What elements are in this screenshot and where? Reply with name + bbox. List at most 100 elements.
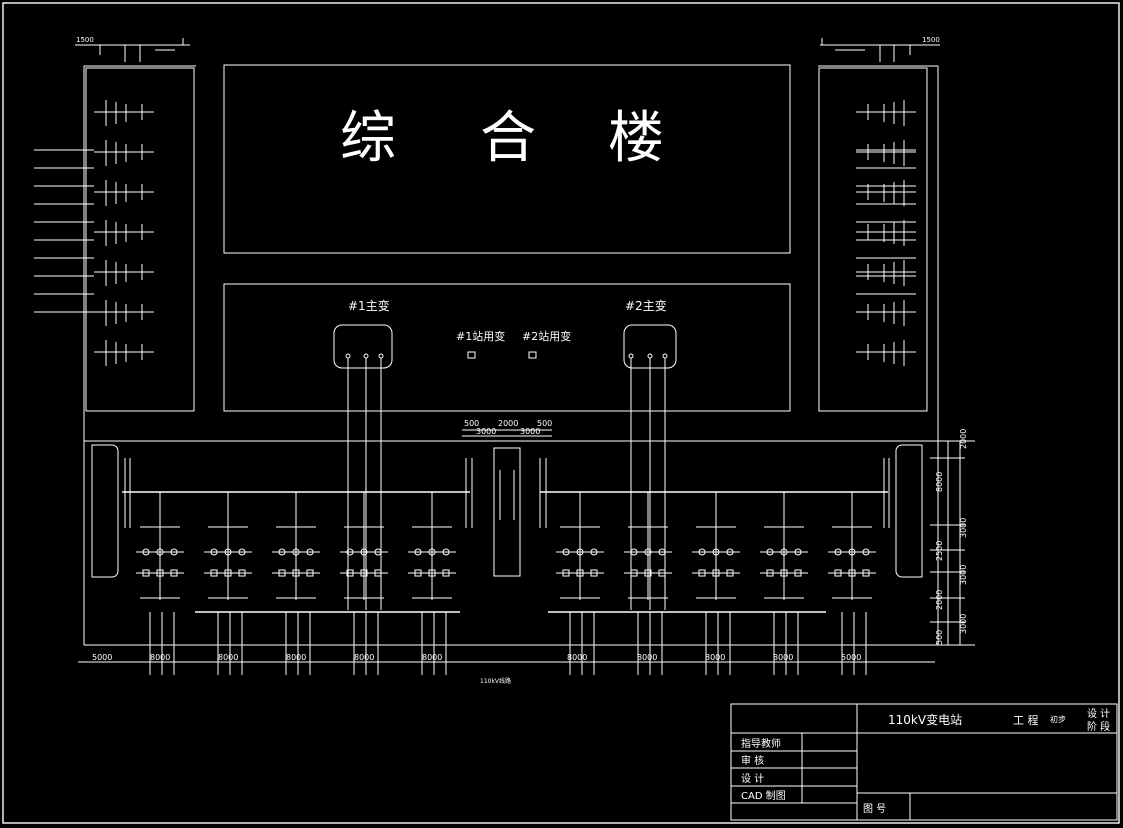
switchgear-cubicle [856,300,916,326]
building-name-char-2: 合 [480,106,536,171]
station-transformer-1-label: #1站用变 [456,329,505,343]
switchgear-cubicle [856,220,916,246]
title-row-review: 审 核 [741,754,764,767]
project-name: 110kV变电站 [888,712,962,727]
phase-node [576,548,584,556]
right-dim-label: 2000 [959,429,968,449]
right-dimension-chain [930,440,975,646]
phase-node [210,548,218,556]
switchgear-cubicle [94,220,154,246]
bottom-dim-label: 8000 [354,653,374,662]
phase-node [698,548,706,556]
phase-node [712,548,720,556]
busbar-ends [124,458,890,528]
right-dim-label: 2500 [935,541,944,561]
bottom-dim-label: 5000 [92,653,112,662]
bottom-dim-label: 8000 [637,653,657,662]
switchgear-cubicle [94,340,154,366]
phase-ct [658,569,666,577]
bottom-dim-label: 8000 [422,653,442,662]
phase-ct [442,569,450,577]
phase-node [346,548,354,556]
phase-ct [142,569,150,577]
phase-ct [374,569,382,577]
phase-ct [360,569,368,577]
design-stage-line2: 阶 段 [1087,720,1110,733]
building-name-char-1: 综 [340,106,396,171]
bottom-dim-label: 5000 [841,653,861,662]
site-boundary [83,65,939,646]
station-transformer-2-label: #2站用变 [522,329,571,343]
switchyard-bay [760,492,808,675]
phase-ct [590,569,598,577]
center-dim-a: 500 [464,419,479,428]
bottom-dim-label: 8000 [773,653,793,662]
bottom-dim-label: 8000 [150,653,170,662]
switchyard-bay [828,492,876,675]
phase-ct [576,569,584,577]
phase-ct [156,569,164,577]
transformer-leads [347,358,666,610]
switchyard-bay [408,492,456,675]
office-building [223,64,791,254]
phase-ct [848,569,856,577]
switchyard-bay [272,492,320,675]
title-block [730,703,1118,821]
phase-node [766,548,774,556]
phase-ct [712,569,720,577]
center-dim-d: 3000 [476,427,496,436]
engineering-label: 工 程 [1013,714,1039,727]
right-switchgear-room [818,67,928,412]
left-switchgear-room [85,67,195,412]
building-name-char-3: 楼 [608,106,664,171]
bottom-dim-label: 8000 [218,653,238,662]
phase-node [292,548,300,556]
phase-ct [630,569,638,577]
phase-node [630,548,638,556]
center-dim-c: 500 [537,419,552,428]
switchgear-cubicle [94,100,154,126]
phase-node [442,548,450,556]
main-transformer-1-label: #1主变 [348,298,390,313]
main-transformer-2-label: #2主变 [625,298,667,313]
phase-node [360,548,368,556]
phase-ct [644,569,652,577]
bottom-dim-label: 8000 [705,653,725,662]
switchyard-outline [84,440,930,578]
phase-node [590,548,598,556]
phase-node [562,548,570,556]
phase-node [278,548,286,556]
phase-ct [726,569,734,577]
phase-ct [562,569,570,577]
right-dim-label: 2000 [935,590,944,610]
center-dim-b: 2000 [498,419,518,428]
top-left-entrance [75,38,190,62]
phase-ct [428,569,436,577]
design-stage-line1: 设 计 [1087,707,1110,720]
switchyard-bays [136,492,876,675]
phase-node [142,548,150,556]
bottom-dim-label: 8000 [567,653,587,662]
phase-node [834,548,842,556]
phase-node [848,548,856,556]
phase-node [862,548,870,556]
phase-ct [238,569,246,577]
phase-ct [794,569,802,577]
title-row-cad: CAD 制图 [741,789,786,802]
center-dim-e: 3000 [520,427,540,436]
switchyard-bay [692,492,740,675]
phase-ct [224,569,232,577]
phase-ct [292,569,300,577]
phase-ct [698,569,706,577]
switchgear-cubicle [856,340,916,366]
phase-node [794,548,802,556]
phase-ct [170,569,178,577]
top-right-dim: 1500 [922,36,940,44]
phase-node [658,548,666,556]
switchgear-cubicle [94,140,154,166]
phase-ct [210,569,218,577]
phase-ct [834,569,842,577]
switchyard-bay [340,492,388,675]
bottom-dim-label: 8000 [286,653,306,662]
